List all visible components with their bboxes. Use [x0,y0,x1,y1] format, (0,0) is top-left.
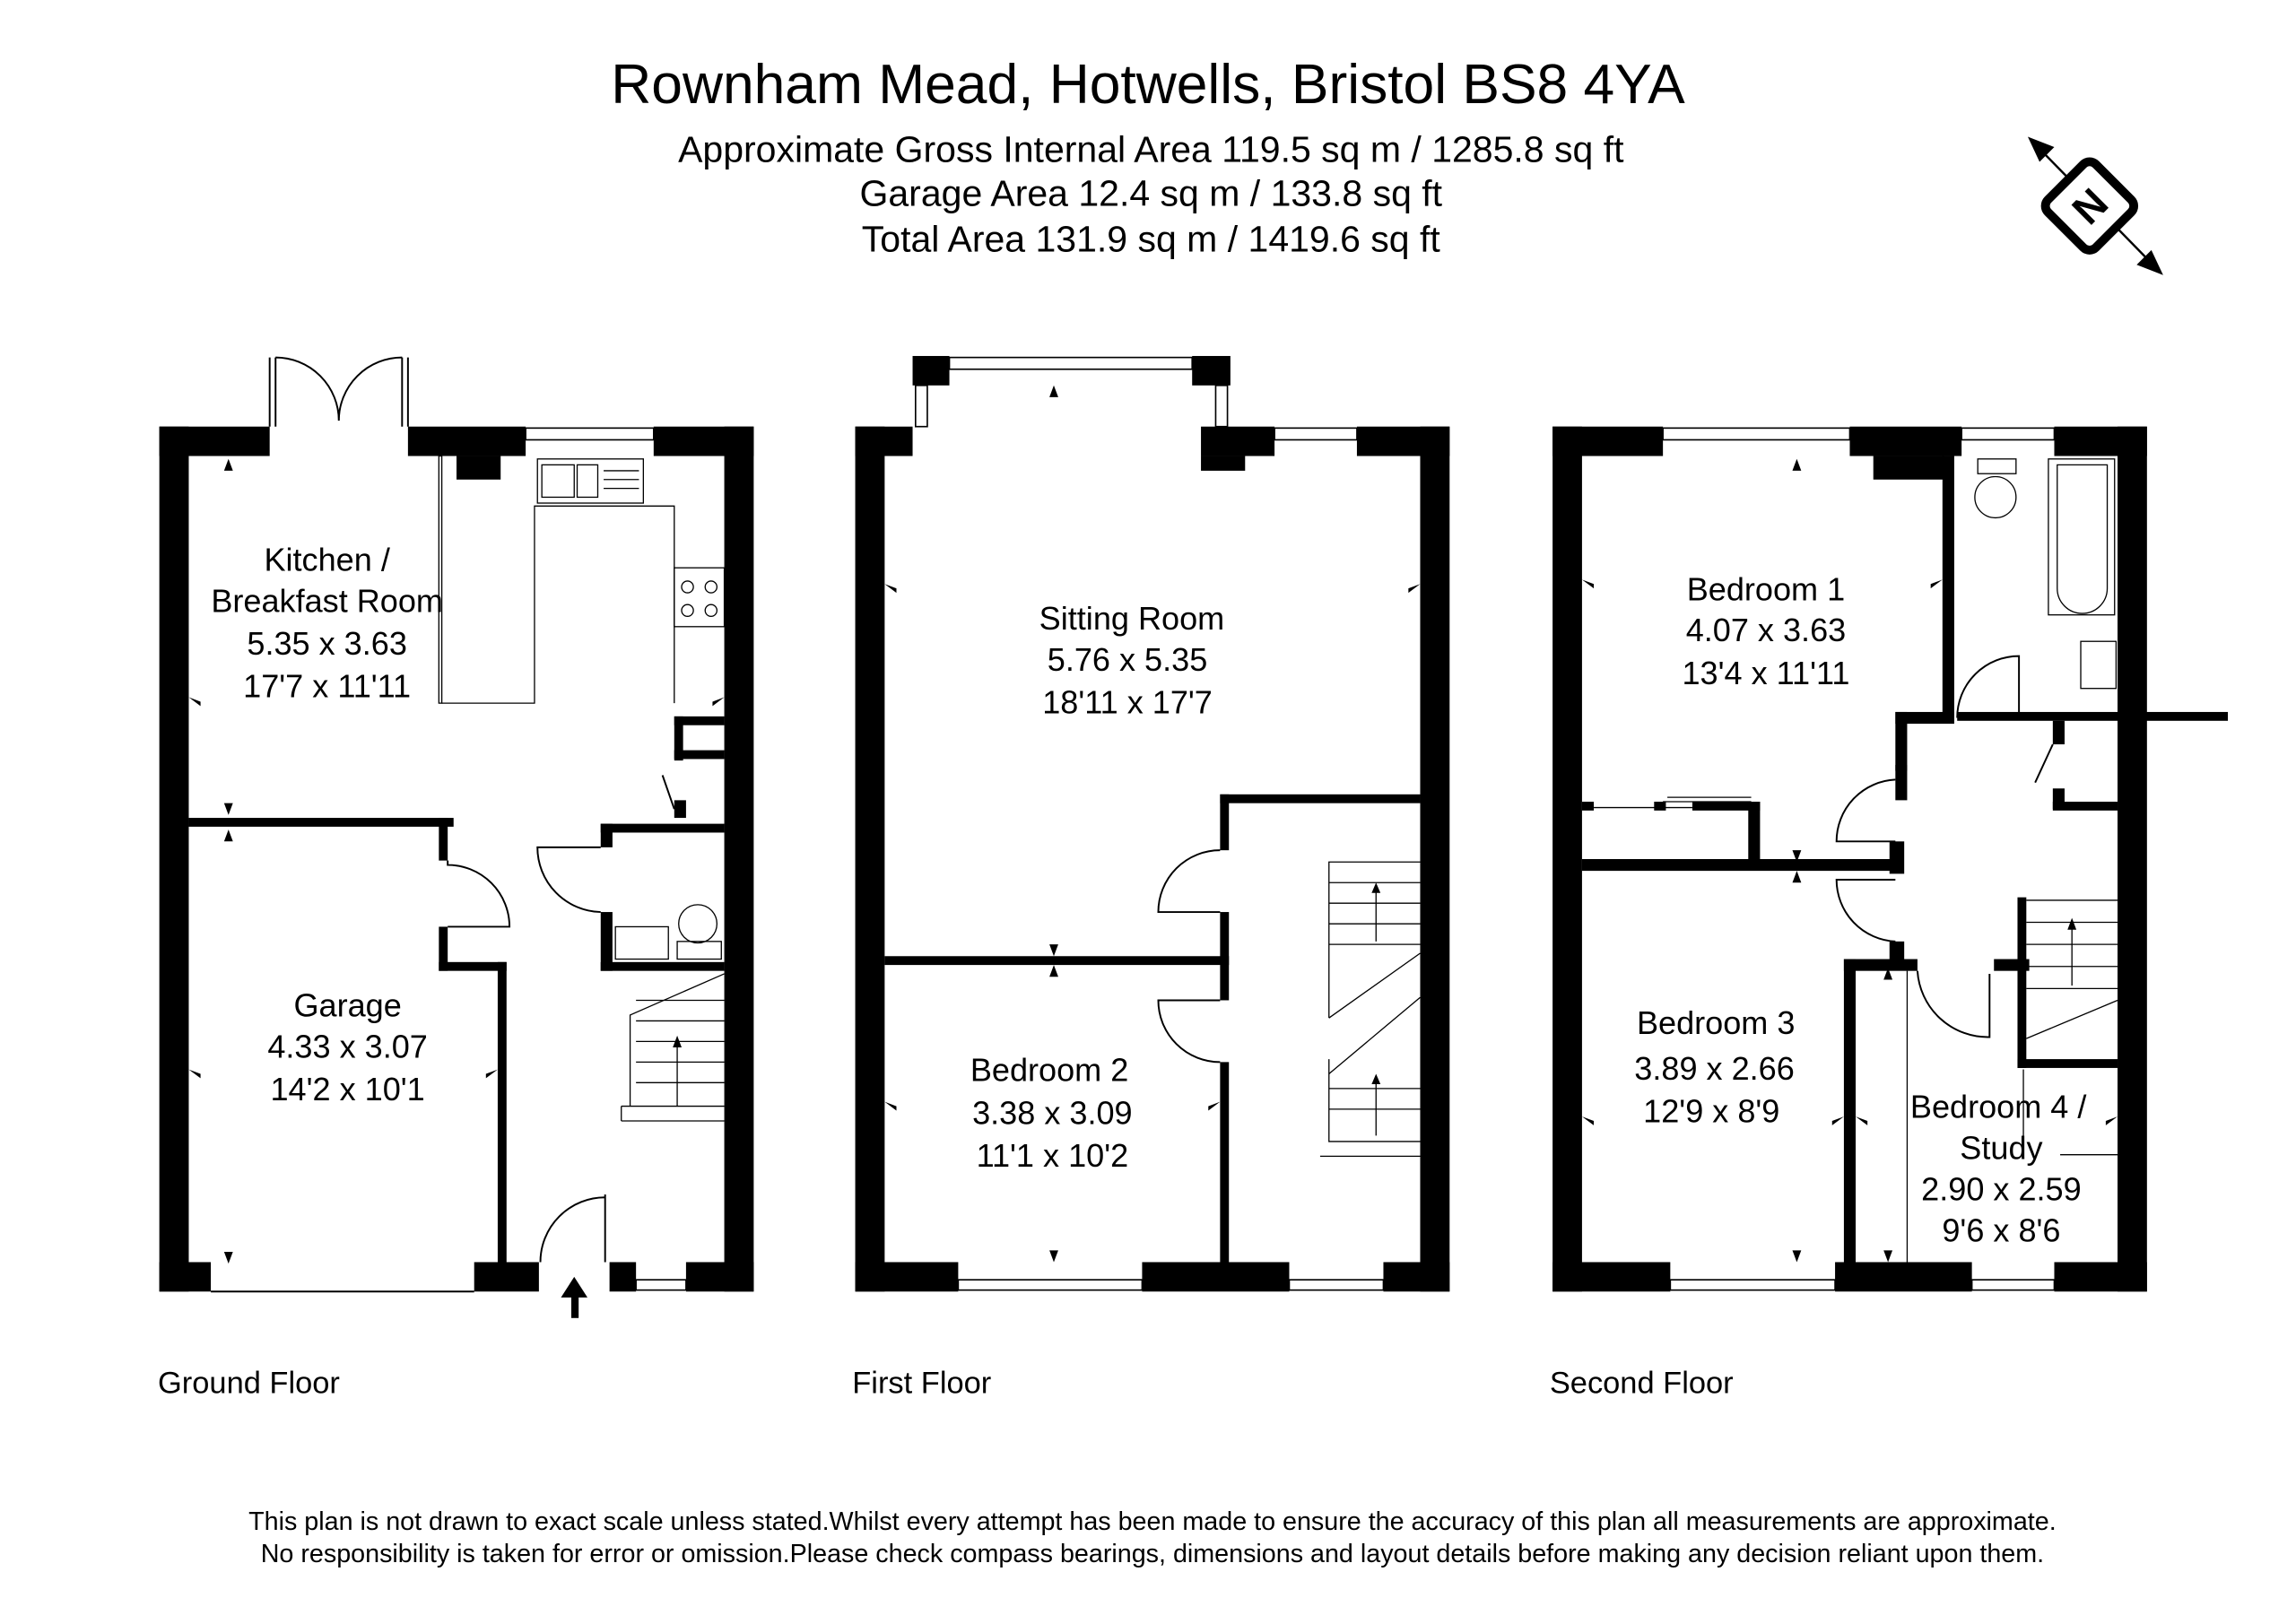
page-title: Rownham Mead, Hotwells, Bristol BS8 4YA [611,54,1685,116]
north-compass-icon: N [2027,136,2163,275]
bedroom4-name-line1: Bedroom 4 / [1910,1089,2088,1125]
bedroom1-name: Bedroom 1 [1687,570,1845,607]
kitchen-name-line2: Breakfast Room [211,582,443,619]
kitchen-imperial: 17'7 x 11'11 [243,668,411,705]
stairs [621,973,725,1122]
ground-floor-plan: Kitchen / Breakfast Room 5.35 x 3.63 17'… [159,356,754,1318]
bedroom3-name: Bedroom 3 [1637,1004,1795,1041]
bedroom1-metric: 4.07 x 3.63 [1686,612,1847,648]
first-floor-plan: Sitting Room 5.76 x 5.35 18'11 x 17'7 Be… [855,355,1450,1292]
sitting-room-metric: 5.76 x 5.35 [1048,641,1208,678]
garage-area: Garage Area 12.4 sq m / 133.8 sq ft [859,173,1442,214]
sitting-room-name: Sitting Room [1039,600,1225,637]
garage-metric: 4.33 x 3.07 [267,1028,428,1064]
bedroom1-imperial: 13'4 x 11'11 [1682,655,1849,691]
disclaimer-line2: No responsibility is taken for error or … [261,1540,2044,1568]
garage-imperial: 14'2 x 10'1 [270,1071,424,1107]
bedroom4-name-line2: Study [1960,1130,2042,1167]
bedroom3-metric: 3.89 x 2.66 [1634,1050,1795,1087]
bedroom2-metric: 3.38 x 3.09 [972,1094,1133,1131]
disclaimer-line1: This plan is not drawn to exact scale un… [248,1507,2057,1536]
bedroom3-imperial: 12'9 x 8'9 [1643,1093,1779,1130]
second-floor-label: Second Floor [1550,1366,1734,1400]
bedroom4-imperial: 9'6 x 8'6 [1942,1211,2060,1248]
kitchen-name-line1: Kitchen / [264,541,390,578]
total-area: Total Area 131.9 sq m / 1419.6 sq ft [862,219,1441,260]
bedroom2-name: Bedroom 2 [970,1052,1128,1089]
entrance-arrow-icon [561,1276,588,1318]
kitchen-metric: 5.35 x 3.63 [247,625,407,662]
stairs [1319,861,1421,1158]
first-floor-label: First Floor [852,1366,991,1400]
bedroom2-imperial: 11'1 x 10'2 [977,1137,1129,1174]
ground-floor-label: Ground Floor [158,1366,340,1400]
garage-name: Garage [293,987,401,1024]
bedroom4-metric: 2.90 x 2.59 [1921,1171,2082,1208]
gross-area: Approximate Gross Internal Area 119.5 sq… [678,128,1624,169]
sitting-room-imperial: 18'11 x 17'7 [1042,684,1213,721]
stairs [2017,897,2118,1156]
second-floor-plan: Bedroom 1 4.07 x 3.63 13'4 x 11'11 Bedro… [1552,426,2229,1292]
